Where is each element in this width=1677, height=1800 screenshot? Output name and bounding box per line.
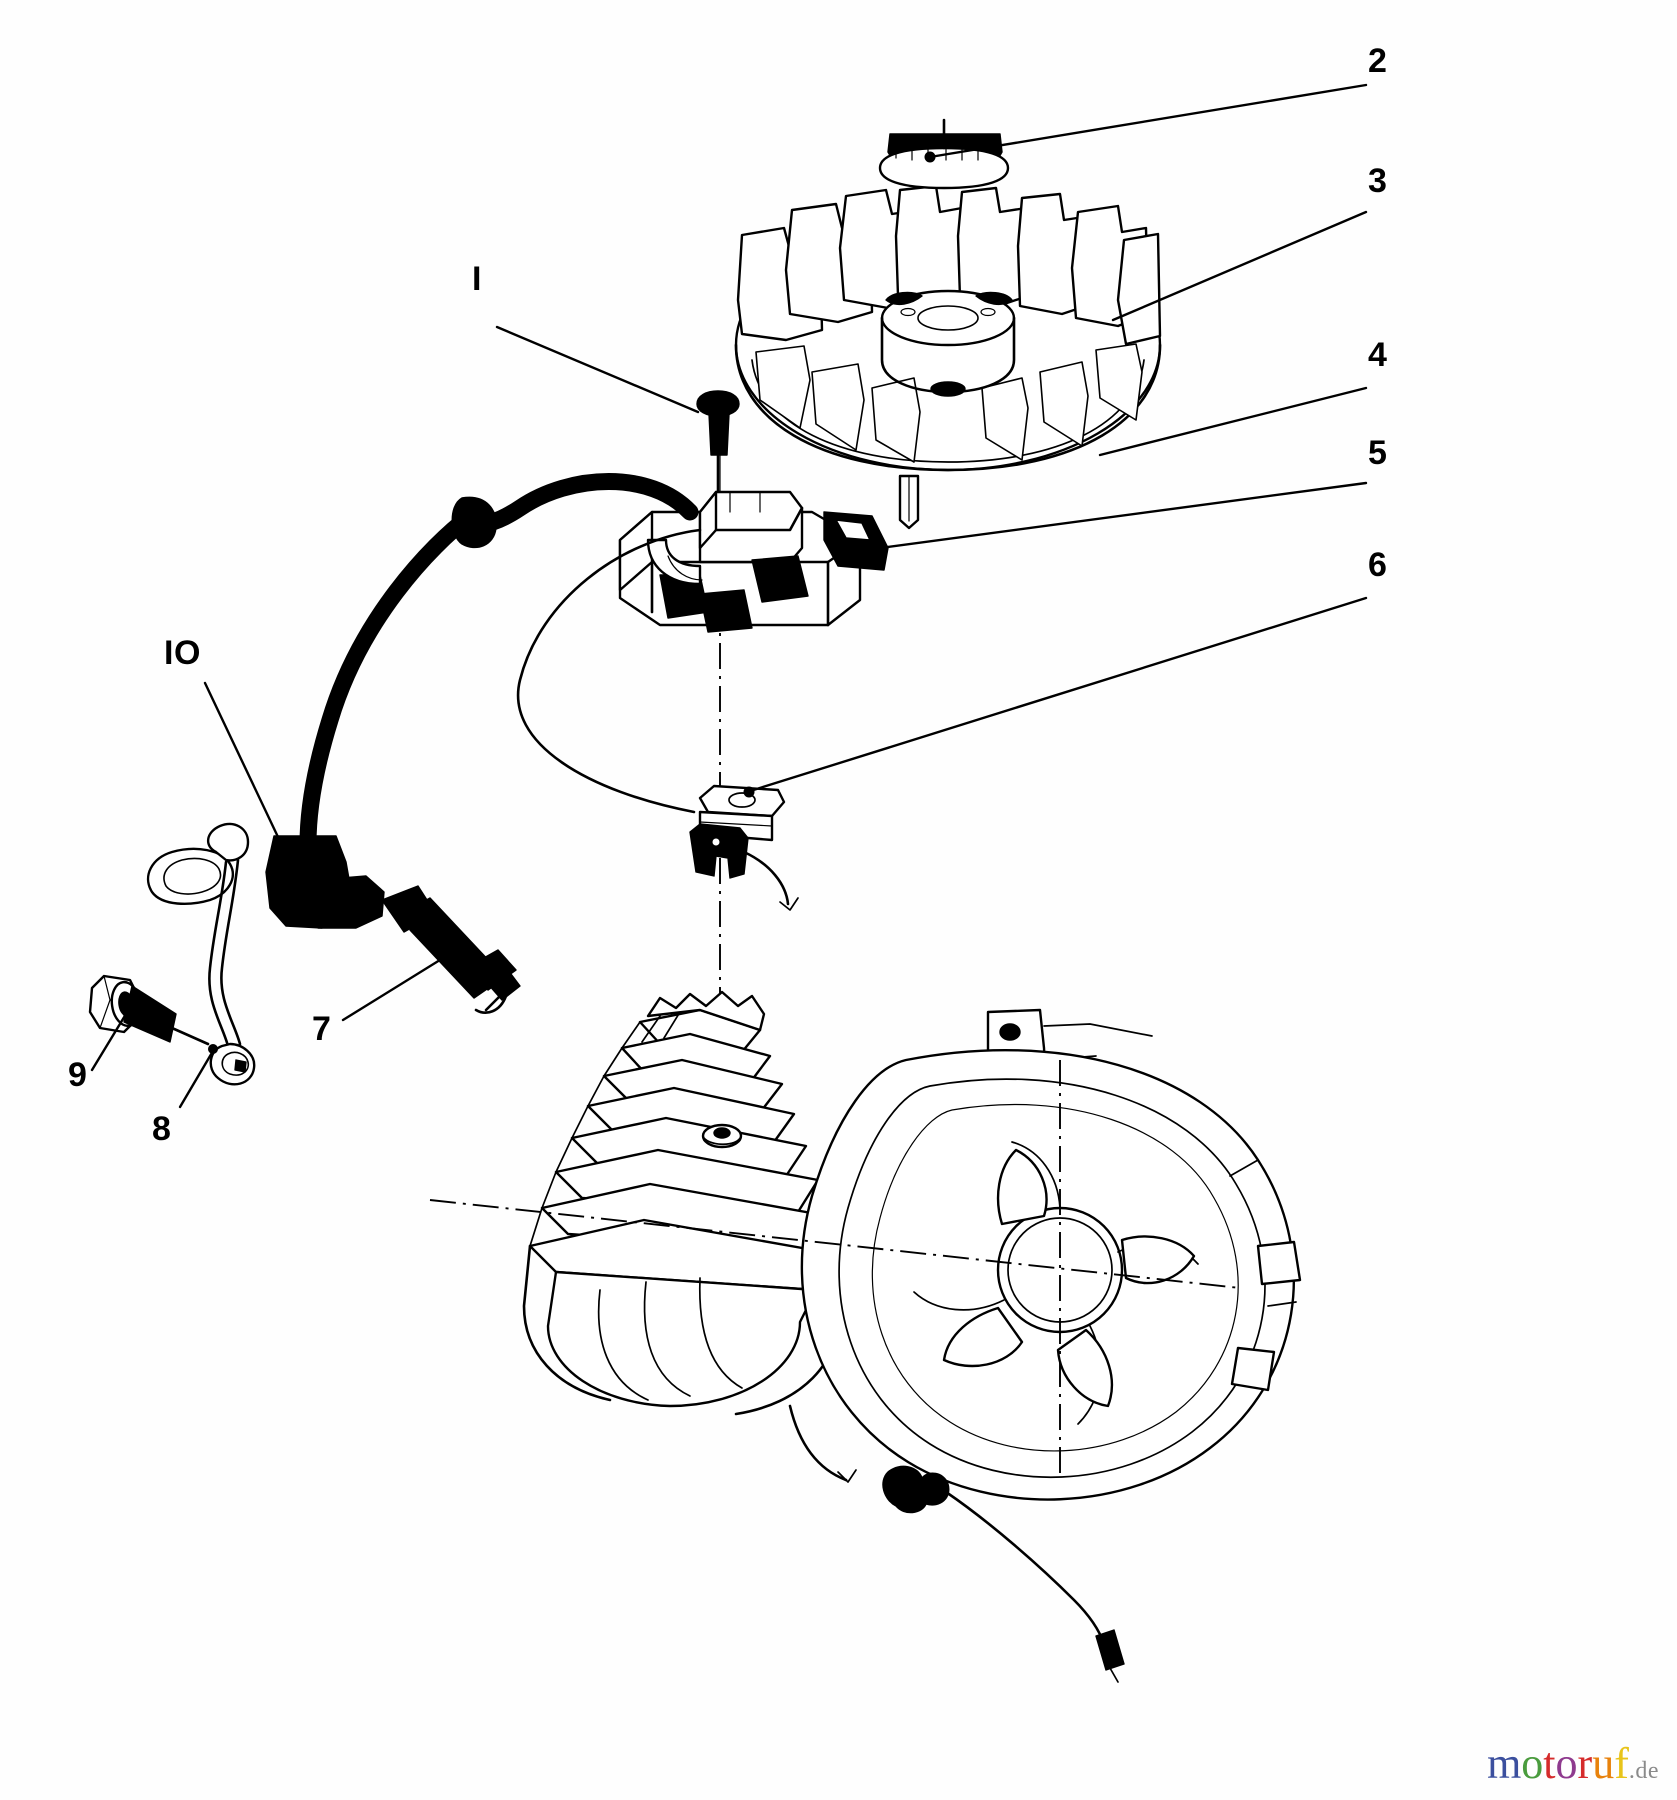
site-watermark: motoruf.de xyxy=(1487,1742,1659,1786)
watermark-letter: m xyxy=(1487,1739,1522,1788)
callout-label-4: 4 xyxy=(1368,336,1388,374)
leader-8 xyxy=(178,1049,215,1109)
leader-6 xyxy=(745,596,1368,794)
callout-label-3: 3 xyxy=(1368,162,1388,200)
watermark-letter: r xyxy=(1577,1739,1593,1788)
ground-terminal-clip xyxy=(516,528,799,911)
leader-3 xyxy=(1111,210,1368,322)
flywheel-nut xyxy=(878,118,1010,190)
flywheel-assembly xyxy=(734,184,1162,472)
callout-leader-lines xyxy=(90,83,1368,1109)
spark-plug xyxy=(381,885,521,1014)
spark-plug-lead xyxy=(265,473,699,929)
leader-2 xyxy=(928,83,1368,159)
flywheel-key xyxy=(898,474,920,530)
watermark-wordmark: motoruf xyxy=(1487,1739,1629,1788)
watermark-letter: t xyxy=(1543,1739,1556,1788)
watermark-letter: o xyxy=(1555,1739,1578,1788)
leader-1 xyxy=(495,325,700,414)
leader-9 xyxy=(90,1012,128,1072)
callout-label-2: 2 xyxy=(1368,42,1388,80)
ground-wire-bracket xyxy=(146,822,256,1086)
watermark-letter: u xyxy=(1592,1739,1615,1788)
kill-switch-wire xyxy=(788,1404,1125,1683)
callout-label-9: 9 xyxy=(68,1056,88,1094)
leader-5 xyxy=(878,481,1368,550)
leader-7 xyxy=(341,953,450,1022)
watermark-tld: .de xyxy=(1628,1758,1659,1784)
cylinder-fins xyxy=(528,1008,838,1292)
callout-label-7: 7 xyxy=(312,1010,332,1048)
callout-label-8: 8 xyxy=(152,1110,172,1148)
callout-label-6: 6 xyxy=(1368,546,1388,584)
callout-label-1: I xyxy=(472,260,482,298)
ignition-armature-coil xyxy=(618,490,889,633)
callout-label-10: IO xyxy=(164,634,201,672)
watermark-letter: o xyxy=(1521,1739,1544,1788)
leader-4 xyxy=(1098,386,1368,457)
watermark-letter: f xyxy=(1614,1739,1629,1788)
leader-10 xyxy=(203,681,280,839)
bracket-bolt xyxy=(88,974,210,1046)
callout-label-5: 5 xyxy=(1368,434,1388,472)
flywheel-fins xyxy=(736,184,1162,463)
engine-assembly xyxy=(429,990,1302,1501)
armature-screw xyxy=(696,390,740,502)
